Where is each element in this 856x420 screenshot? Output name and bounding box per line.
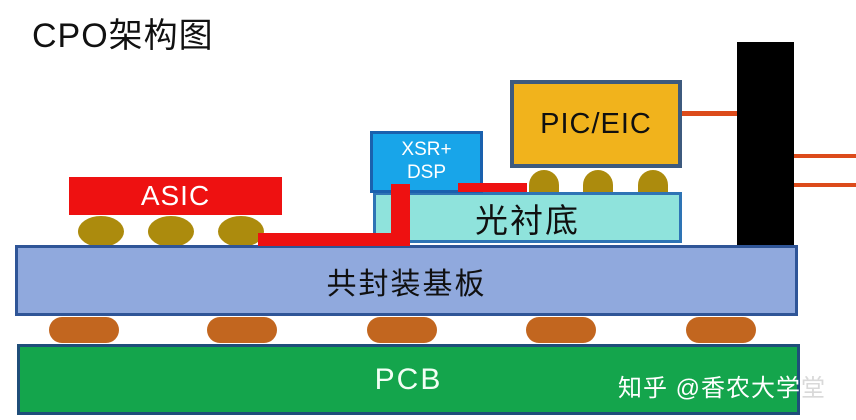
- bga-ball: [686, 317, 756, 343]
- asic-solder-bump: [78, 216, 124, 247]
- optical-substrate-label: 光衬底: [475, 201, 580, 239]
- bga-ball: [207, 317, 277, 343]
- asic-solder-bump: [148, 216, 194, 247]
- fiber-line-in: [682, 111, 737, 116]
- pic-eic-bump: [638, 170, 668, 193]
- fiber-line-out-upper: [794, 154, 856, 158]
- watermark: 知乎 @香农大学堂: [618, 368, 826, 403]
- electrical-trace-vertical: [391, 184, 410, 246]
- electrical-trace-top: [458, 183, 527, 192]
- bga-ball: [526, 317, 596, 343]
- pic-eic-bump: [529, 170, 559, 193]
- pcb-block: PCB: [17, 344, 800, 415]
- package-substrate-block: 共封装基板: [15, 245, 798, 316]
- xsr-dsp-block: XSR+ DSP: [370, 131, 483, 193]
- asic-solder-bump: [218, 216, 264, 247]
- optical-substrate-block: 光衬底: [373, 192, 682, 243]
- pic-eic-bump: [583, 170, 613, 193]
- pic-eic-block: PIC/EIC: [510, 80, 682, 168]
- watermark-text: 知乎 @香农大学: [618, 375, 802, 402]
- pcb-label: PCB: [374, 362, 443, 396]
- xsr-dsp-label-line1: XSR+: [401, 139, 452, 161]
- watermark-tail: 堂: [801, 375, 827, 402]
- page-title: CPO架构图: [32, 17, 214, 55]
- bga-ball: [367, 317, 437, 343]
- xsr-dsp-label-line2: DSP: [406, 162, 447, 183]
- asic-block: ASIC: [69, 177, 282, 215]
- bga-ball: [49, 317, 119, 343]
- fiber-line-out-lower: [794, 183, 856, 187]
- fiber-connector-block: [737, 42, 794, 245]
- electrical-trace-horizontal: [258, 233, 410, 246]
- package-substrate-label: 共封装基板: [326, 267, 487, 301]
